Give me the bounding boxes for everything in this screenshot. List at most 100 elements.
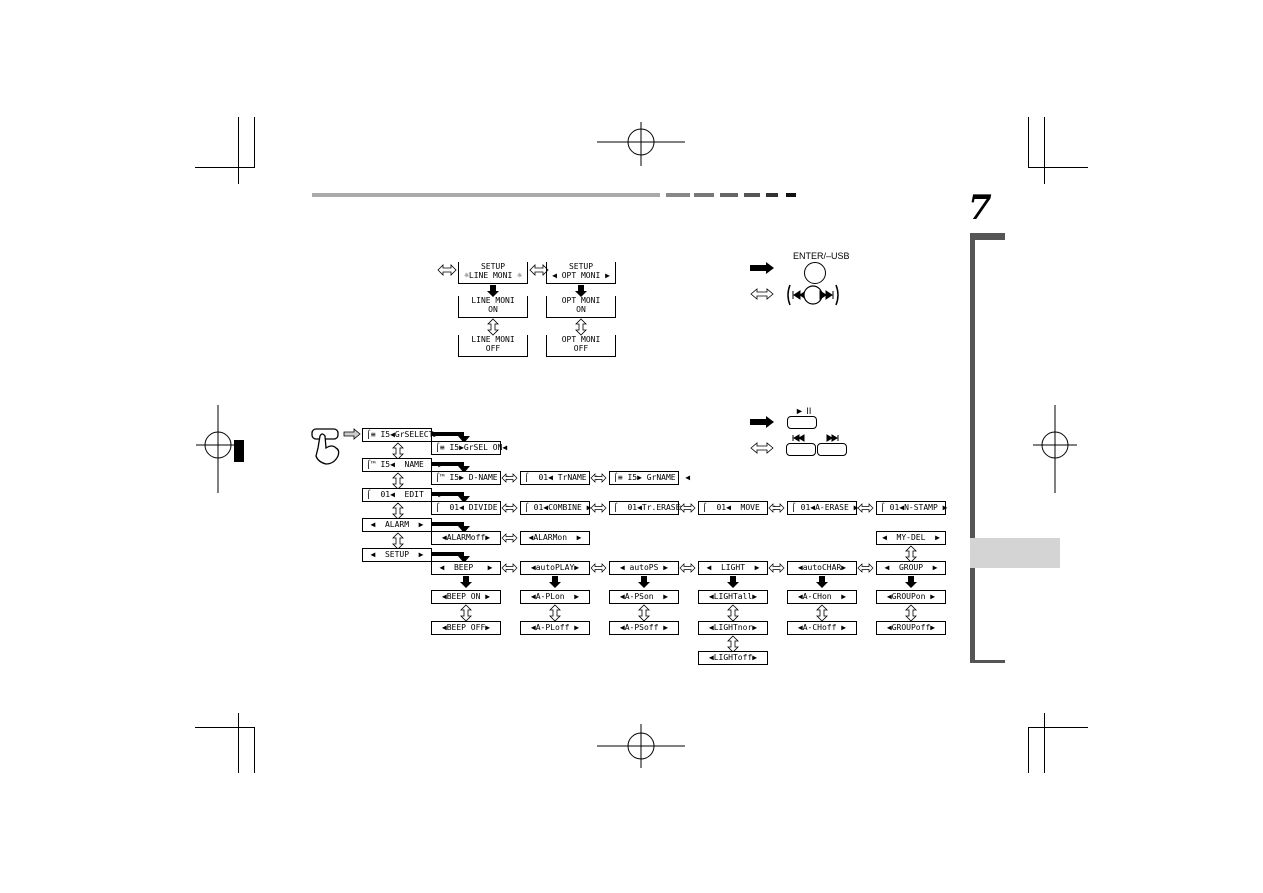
left-right-arrow-icon xyxy=(857,503,874,513)
left-right-arrow-icon xyxy=(590,473,607,483)
crop-mark xyxy=(238,117,239,184)
lcd-on-option: ◀BEEP ON ▶ xyxy=(431,590,501,604)
lcd-light-off: ◀LIGHToff▶ xyxy=(698,651,768,665)
down-arrow-icon xyxy=(727,576,739,588)
left-right-arrow-icon xyxy=(501,563,518,573)
header-rule-segment xyxy=(786,193,796,197)
left-right-arrow-icon xyxy=(750,442,774,454)
up-down-arrow-icon xyxy=(549,604,561,622)
skip-forward-icon xyxy=(826,434,839,442)
crop-mark xyxy=(1028,167,1088,168)
section-marker xyxy=(234,440,244,462)
lcd-off-option: ◀A-PSoff ▶ xyxy=(609,621,679,635)
crop-mark xyxy=(1028,727,1029,773)
up-down-arrow-icon xyxy=(905,604,917,622)
lcd-setup-option: ◀ BEEP ▶ xyxy=(431,561,501,575)
header-rule-segment xyxy=(666,193,690,197)
left-right-arrow-icon xyxy=(768,563,785,573)
menu-main-item: ◀ ALARM ▶ xyxy=(362,518,432,532)
lcd-edit-option: ⌠ 01◀A-ERASE ▶ xyxy=(787,501,858,515)
registration-target-top xyxy=(597,122,685,166)
lcd-off-option: ◀A-CHoff ▶ xyxy=(787,621,857,635)
menu-main-item: ⌠≡ I5◀GrSELECT▶ xyxy=(362,428,438,442)
lcd-grsel-on: ⌠≡ I5▶GrSEL ON◀ xyxy=(431,441,507,455)
lcd-on-option: ◀A-PSon ▶ xyxy=(609,590,679,604)
down-arrow-icon xyxy=(487,285,499,297)
down-arrow-icon xyxy=(575,285,587,297)
crop-mark xyxy=(238,713,239,773)
lcd-edit-option: ⌠ 01◀COMBINE ▶ xyxy=(520,501,591,515)
hand-pressing-menu-icon xyxy=(311,428,361,465)
crop-mark xyxy=(254,117,255,167)
up-down-arrow-icon xyxy=(487,318,499,336)
header-rule-segment xyxy=(720,193,738,197)
down-arrow-icon xyxy=(905,576,917,588)
lcd-alarm-option: ◀ALARMon ▶ xyxy=(520,531,590,545)
lcd-setup-line-moni: SETUP☼LINE MONI ☼ xyxy=(458,262,528,284)
lcd-on-option: ◀GROUPon ▶ xyxy=(876,590,946,604)
crop-mark xyxy=(1044,713,1045,773)
crop-mark xyxy=(1028,117,1029,167)
header-rule-segment xyxy=(766,193,778,197)
chapter-tab xyxy=(970,538,1060,568)
left-right-arrow-icon xyxy=(768,503,785,513)
registration-target-left xyxy=(196,405,240,493)
skip-back-icon xyxy=(792,434,805,442)
registration-target-right xyxy=(1033,405,1077,493)
up-down-arrow-icon xyxy=(638,604,650,622)
up-down-arrow-icon xyxy=(460,604,472,622)
left-right-arrow-icon xyxy=(529,264,549,276)
lcd-off-option: ◀GROUPoff▶ xyxy=(876,621,946,635)
down-arrow-icon xyxy=(638,576,650,588)
right-arrow-icon xyxy=(750,262,774,274)
left-right-arrow-icon xyxy=(590,503,607,513)
lcd-setup-option: ◀autoPLAY▶ xyxy=(520,561,590,575)
right-arrow-icon xyxy=(750,416,774,428)
lcd-name-option: ⌠ 01◀ TrNAME ▶ xyxy=(520,471,601,485)
lcd-edit-option: ⌠ 01◀ DIVIDE ▶ xyxy=(431,501,512,515)
down-arrow-icon xyxy=(460,576,472,588)
lcd-edit-option: ⌠ 01◀N-STAMP ▶ xyxy=(876,501,947,515)
play-pause-button-icon xyxy=(787,416,817,429)
lcd-name-option: ⌠≡ I5▶ GrNAME ◀ xyxy=(609,471,690,485)
left-right-arrow-icon xyxy=(501,533,518,543)
enter-button-icon xyxy=(804,262,826,284)
crop-mark xyxy=(195,727,255,728)
lcd-off-option: ◀A-PLoff ▶ xyxy=(520,621,590,635)
lcd-on-option: ◀LIGHTall▶ xyxy=(698,590,768,604)
bent-arrow-icon xyxy=(432,492,470,503)
up-down-arrow-icon xyxy=(575,318,587,336)
lcd-off-option: ◀LIGHTnor▶ xyxy=(698,621,768,635)
lcd-off-option: ◀BEEP OFF▶ xyxy=(431,621,501,635)
left-right-arrow-icon xyxy=(590,563,607,573)
crop-mark xyxy=(1028,727,1088,728)
down-arrow-icon xyxy=(549,576,561,588)
down-arrow-icon xyxy=(816,576,828,588)
left-right-arrow-icon xyxy=(750,288,774,300)
play-pause-label: ► II xyxy=(795,406,812,416)
up-down-arrow-icon xyxy=(727,604,739,622)
lcd-edit-option: ⌠ 01◀ MOVE ▶ xyxy=(698,501,779,515)
lcd-setup-option: ◀ autoPS ▶ xyxy=(609,561,679,575)
left-right-arrow-icon xyxy=(501,473,518,483)
lcd-my-del: ◀ MY-DEL ▶ xyxy=(876,531,946,545)
header-rule-segment xyxy=(744,193,760,197)
header-rule-segment xyxy=(694,193,714,197)
header-rule xyxy=(312,193,660,197)
left-right-arrow-icon xyxy=(857,563,874,573)
left-right-arrow-icon xyxy=(501,503,518,513)
left-right-arrow-icon xyxy=(679,563,696,573)
bent-arrow-icon xyxy=(432,432,470,443)
lcd-on-option: ◀A-PLon ▶ xyxy=(520,590,590,604)
lcd-setup-option: ◀ LIGHT ▶ xyxy=(698,561,768,575)
lcd-setup-option: ◀autoCHAR▶ xyxy=(787,561,857,575)
crop-mark xyxy=(195,167,255,168)
lcd-setup-opt-moni: SETUP◀ OPT MONI ▶ xyxy=(546,262,616,284)
bent-arrow-icon xyxy=(432,462,470,473)
bent-arrow-icon xyxy=(432,522,470,533)
page-number: 7 xyxy=(968,188,992,228)
